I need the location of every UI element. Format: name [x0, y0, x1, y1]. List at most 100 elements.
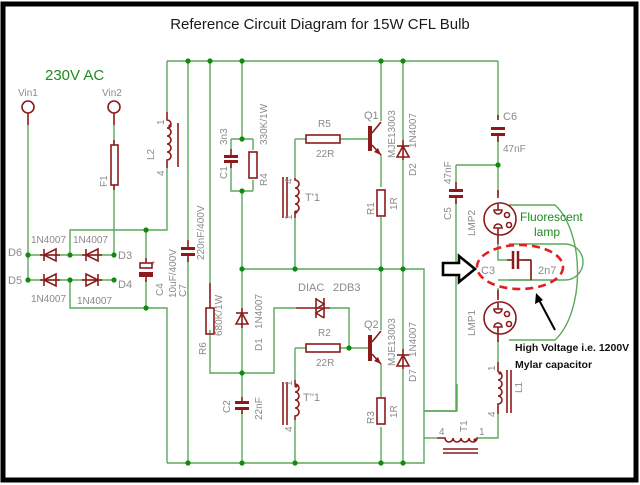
svg-text:C6: C6 — [503, 111, 517, 123]
svg-text:10uF/400V: 10uF/400V — [168, 249, 179, 298]
transistor-q1: Q1 MJE13003 — [364, 110, 398, 158]
resistor-r2: R2 22R — [305, 328, 341, 369]
svg-text:LMP2: LMP2 — [467, 209, 478, 236]
diode-d7: D7 1N4007 — [395, 322, 419, 382]
annotation-line2: Mylar capacitor — [515, 359, 592, 371]
svg-text:R1: R1 — [366, 202, 377, 215]
svg-text:4: 4 — [487, 411, 498, 417]
svg-text:1: 1 — [156, 119, 167, 125]
svg-text:1N4007: 1N4007 — [31, 235, 66, 246]
diagram-title: Reference Circuit Diagram for 15W CFL Bu… — [170, 16, 470, 33]
svg-text:C4: C4 — [155, 283, 166, 296]
junction-dots — [25, 58, 501, 466]
svg-text:D1: D1 — [254, 338, 265, 351]
fuse-f1: F1 — [99, 140, 119, 190]
diac-2db3: DIAC 2DB3 — [296, 282, 361, 319]
transformer-t1-primary: T'1 4 1 — [282, 177, 320, 220]
svg-text:4: 4 — [156, 170, 167, 176]
svg-text:1: 1 — [284, 214, 295, 220]
transformer-t1-secondary: T''1 1 4 — [282, 380, 320, 432]
svg-text:D2: D2 — [408, 163, 419, 176]
svg-text:+: + — [151, 260, 155, 267]
terminal-vin1: Vin1 — [18, 88, 38, 125]
svg-text:D3: D3 — [118, 250, 132, 262]
svg-text:R4: R4 — [259, 173, 270, 186]
inductor-l1: L1 1 4 — [487, 362, 525, 417]
svg-text:22R: 22R — [316, 358, 334, 369]
svg-text:R6: R6 — [198, 342, 209, 355]
svg-text:4: 4 — [284, 426, 295, 432]
svg-text:D6: D6 — [8, 247, 22, 259]
svg-text:Q2: Q2 — [364, 319, 379, 331]
resistor-r6: R6 680K/1W — [198, 283, 225, 355]
svg-text:C5: C5 — [443, 207, 454, 220]
svg-text:D5: D5 — [8, 275, 22, 287]
svg-text:330K/1W: 330K/1W — [259, 103, 270, 145]
svg-text:1N4007: 1N4007 — [408, 113, 419, 148]
resistor-r5: R5 22R — [305, 119, 341, 160]
transistor-q2: Q2 MJE13003 — [364, 318, 398, 366]
svg-text:F1: F1 — [99, 175, 110, 187]
svg-text:680K/1W: 680K/1W — [214, 294, 225, 336]
svg-text:1N4007: 1N4007 — [408, 322, 419, 357]
svg-text:1: 1 — [479, 427, 485, 438]
svg-text:C7: C7 — [178, 284, 189, 297]
svg-text:Q1: Q1 — [364, 110, 379, 122]
capacitor-c3: C3 2n7 — [481, 251, 556, 280]
lamp-label-line2: lamp — [534, 225, 560, 239]
resistor-r1: R1 1R — [366, 189, 400, 217]
capacitor-c5: C5 47nF — [443, 161, 463, 220]
svg-text:1R: 1R — [389, 197, 400, 210]
svg-text:C2: C2 — [222, 400, 233, 413]
svg-text:DIAC: DIAC — [298, 282, 324, 294]
svg-text:T''1: T''1 — [303, 392, 320, 404]
diode-d5: D5 1N4007 — [8, 272, 66, 305]
svg-text:47nF: 47nF — [503, 144, 526, 155]
svg-text:22nF: 22nF — [254, 397, 265, 420]
supply-label: 230V AC — [45, 67, 104, 84]
svg-text:D4: D4 — [118, 279, 132, 291]
svg-text:LMP1: LMP1 — [467, 309, 478, 336]
diode-d6: D6 1N4007 — [8, 235, 66, 263]
svg-text:Vin2: Vin2 — [102, 88, 122, 99]
diode-d1: D1 1N4007 — [234, 294, 265, 351]
svg-text:1N4007: 1N4007 — [31, 294, 66, 305]
diode-d2: D2 1N4007 — [395, 113, 419, 176]
svg-text:47nF: 47nF — [443, 161, 454, 184]
lamp-filament-lmp2: LMP2 — [467, 190, 517, 244]
svg-text:L2: L2 — [146, 148, 157, 160]
svg-text:1N4007: 1N4007 — [77, 296, 112, 307]
svg-text:4: 4 — [284, 178, 295, 184]
capacitor-c2: C2 22nF — [222, 397, 265, 420]
svg-text:220nF/400V: 220nF/400V — [196, 205, 207, 260]
svg-text:MJE13003: MJE13003 — [387, 318, 398, 366]
svg-text:Vin1: Vin1 — [18, 88, 38, 99]
resistor-r3: R3 1R — [366, 397, 400, 425]
svg-text:4: 4 — [439, 427, 445, 438]
capacitor-c6: C6 47nF — [491, 111, 526, 155]
diode-d3: D3 1N4007 — [73, 235, 132, 263]
svg-text:T'1: T'1 — [305, 192, 320, 204]
svg-text:L1: L1 — [514, 381, 525, 393]
svg-text:1N4007: 1N4007 — [73, 235, 108, 246]
annotation-arrow — [537, 297, 556, 331]
capacitor-c7: C7 220nF/400V — [178, 205, 207, 297]
svg-text:T1: T1 — [459, 420, 470, 432]
lamp-filament-lmp1: LMP1 — [467, 290, 517, 342]
lamp-label-line1: Fluorescent — [520, 210, 583, 224]
svg-text:C3: C3 — [481, 265, 495, 277]
svg-text:1: 1 — [487, 365, 498, 371]
svg-text:D7: D7 — [408, 369, 419, 382]
annotation-arrow-head — [535, 293, 543, 304]
hollow-arrow-icon — [441, 253, 478, 285]
transformer-t1: T1 4 1 — [437, 420, 485, 454]
diode-d4: D4 1N4007 — [77, 272, 132, 307]
svg-text:2n7: 2n7 — [538, 265, 556, 277]
terminal-vin2: Vin2 — [102, 88, 122, 125]
capacitor-c1: C1 3n3 — [219, 128, 238, 179]
c3-highlight-ellipse — [475, 243, 565, 291]
svg-text:1: 1 — [284, 380, 295, 386]
resistor-r4: R4 330K/1W — [248, 103, 270, 186]
